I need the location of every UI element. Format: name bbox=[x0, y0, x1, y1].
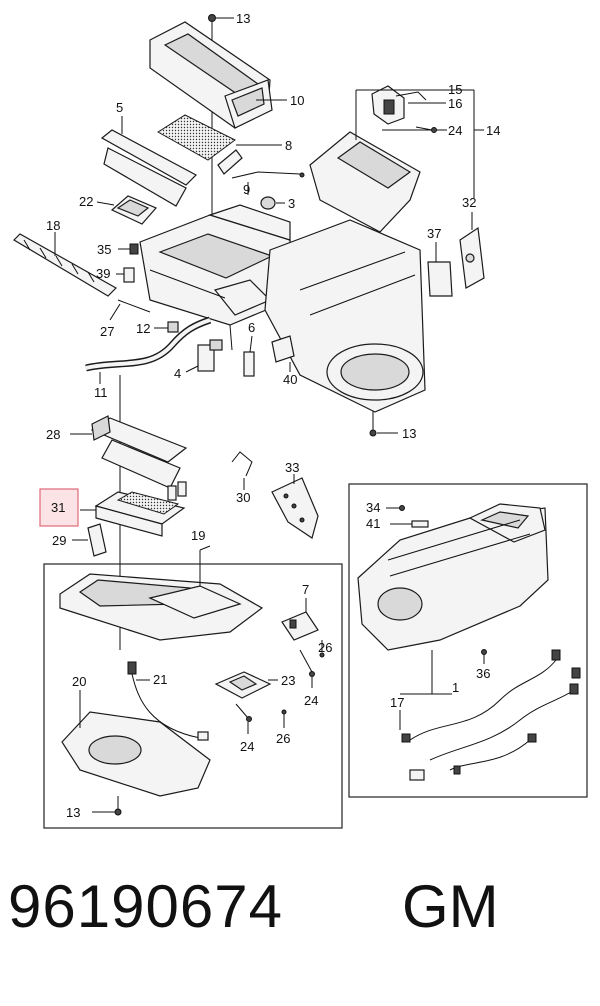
callout-1: 1 bbox=[452, 680, 459, 695]
callout-20: 20 bbox=[72, 674, 86, 689]
screw-13-top bbox=[208, 14, 234, 30]
callout-12: 12 bbox=[136, 321, 150, 336]
callout-32: 32 bbox=[462, 195, 476, 210]
screw-24-top bbox=[415, 126, 437, 133]
screw-part-34 bbox=[386, 505, 405, 511]
hvac-module-assembly bbox=[357, 503, 549, 651]
clip-part-12 bbox=[154, 321, 179, 333]
clip-part-39 bbox=[116, 267, 135, 283]
callout-24: 24 bbox=[448, 123, 462, 138]
callout-8: 8 bbox=[285, 138, 292, 153]
sensor-part-21 bbox=[127, 661, 209, 741]
exploded-parts-diagram: 13 10 15 16 24 14 5 8 9 3 22 32 18 37 35… bbox=[13, 11, 588, 829]
bracket-part-40 bbox=[271, 335, 295, 372]
fitting-part-4 bbox=[185, 339, 223, 373]
callout-34: 34 bbox=[366, 500, 380, 515]
callout-13: 13 bbox=[236, 11, 250, 26]
callout-15: 15 bbox=[448, 82, 462, 97]
callout-18: 18 bbox=[46, 218, 60, 233]
callout-7: 7 bbox=[302, 582, 309, 597]
callout-17: 17 bbox=[390, 695, 404, 710]
callout-40: 40 bbox=[283, 372, 297, 387]
bracket-part-37 bbox=[427, 242, 453, 297]
callout-6: 6 bbox=[248, 320, 255, 335]
callout-29: 29 bbox=[52, 533, 66, 548]
clip-part-30 bbox=[231, 451, 253, 490]
duct-part-28 bbox=[70, 415, 188, 489]
callout-35: 35 bbox=[97, 242, 111, 257]
hvac-module-subassembly-frame bbox=[348, 483, 588, 798]
callout-11: 11 bbox=[94, 385, 108, 400]
rod-part-27 bbox=[109, 299, 151, 321]
callout-31: 31 bbox=[51, 500, 65, 515]
screw-part-36 bbox=[481, 649, 487, 664]
callout-41: 41 bbox=[366, 516, 380, 531]
clip-part-35 bbox=[118, 243, 139, 255]
callout-27: 27 bbox=[100, 324, 114, 339]
lower-case-upper-part bbox=[59, 545, 264, 641]
screw-part-41 bbox=[390, 520, 429, 528]
callout-13: 13 bbox=[402, 426, 416, 441]
callout-30: 30 bbox=[236, 490, 250, 505]
callout-10: 10 bbox=[290, 93, 304, 108]
bracket-part-33 bbox=[271, 474, 319, 539]
highlight-box-31 bbox=[39, 488, 79, 527]
callout-labels: 13 10 15 16 24 14 5 8 9 3 22 32 18 37 35… bbox=[46, 11, 500, 820]
callout-14: 14 bbox=[486, 123, 500, 138]
screw-26-upper bbox=[319, 640, 325, 658]
callout-28: 28 bbox=[46, 427, 60, 442]
screw-13-middle bbox=[369, 420, 398, 437]
callout-33: 33 bbox=[285, 460, 299, 475]
footer: 96190674 GM bbox=[0, 872, 600, 992]
main-heater-housing bbox=[139, 204, 291, 351]
callout-24: 24 bbox=[240, 739, 254, 754]
actuator-part-23 bbox=[214, 671, 278, 699]
actuator-part-7 bbox=[281, 598, 319, 641]
bracket-part-6 bbox=[243, 335, 255, 377]
panel-part-5 bbox=[100, 116, 197, 207]
lower-case-part-20 bbox=[61, 690, 211, 797]
callout-4: 4 bbox=[174, 366, 181, 381]
callout-26: 26 bbox=[276, 731, 290, 746]
screw-26-lower bbox=[281, 709, 287, 728]
filter-part-8 bbox=[157, 114, 243, 175]
callout-3: 3 bbox=[288, 196, 295, 211]
callout-16: 16 bbox=[448, 96, 462, 111]
screw-24-lower bbox=[235, 703, 252, 734]
callout-22: 22 bbox=[79, 194, 93, 209]
grille-part-18 bbox=[13, 232, 117, 297]
brand-name: GM bbox=[402, 873, 499, 940]
callout-26: 26 bbox=[318, 640, 332, 655]
callout-5: 5 bbox=[116, 100, 123, 115]
callout-23: 23 bbox=[281, 673, 295, 688]
seal-part-29 bbox=[72, 523, 107, 557]
screw-24-mid bbox=[299, 649, 315, 688]
right-blower-housing bbox=[264, 219, 426, 413]
callout-36: 36 bbox=[476, 666, 490, 681]
part-number: 96190674 bbox=[8, 873, 283, 940]
callout-9: 9 bbox=[243, 182, 250, 197]
wire-part-9 bbox=[231, 171, 305, 195]
callout-37: 37 bbox=[427, 226, 441, 241]
screw-13-lower bbox=[92, 796, 122, 816]
wiring-harness bbox=[399, 649, 581, 781]
bracket-part-32 bbox=[459, 212, 485, 289]
callout-13: 13 bbox=[66, 805, 80, 820]
heater-core-part-31 bbox=[80, 481, 187, 537]
lower-subassembly-frame bbox=[43, 563, 343, 829]
hose-part-11 bbox=[85, 316, 212, 384]
callout-39: 39 bbox=[96, 266, 110, 281]
callout-21: 21 bbox=[153, 672, 167, 687]
top-right-duct-part bbox=[309, 85, 484, 233]
callout-24: 24 bbox=[304, 693, 318, 708]
grommet-part-3 bbox=[260, 196, 285, 210]
upper-duct-part bbox=[149, 21, 273, 129]
actuator-part-22 bbox=[96, 195, 157, 225]
callout-19: 19 bbox=[191, 528, 205, 543]
